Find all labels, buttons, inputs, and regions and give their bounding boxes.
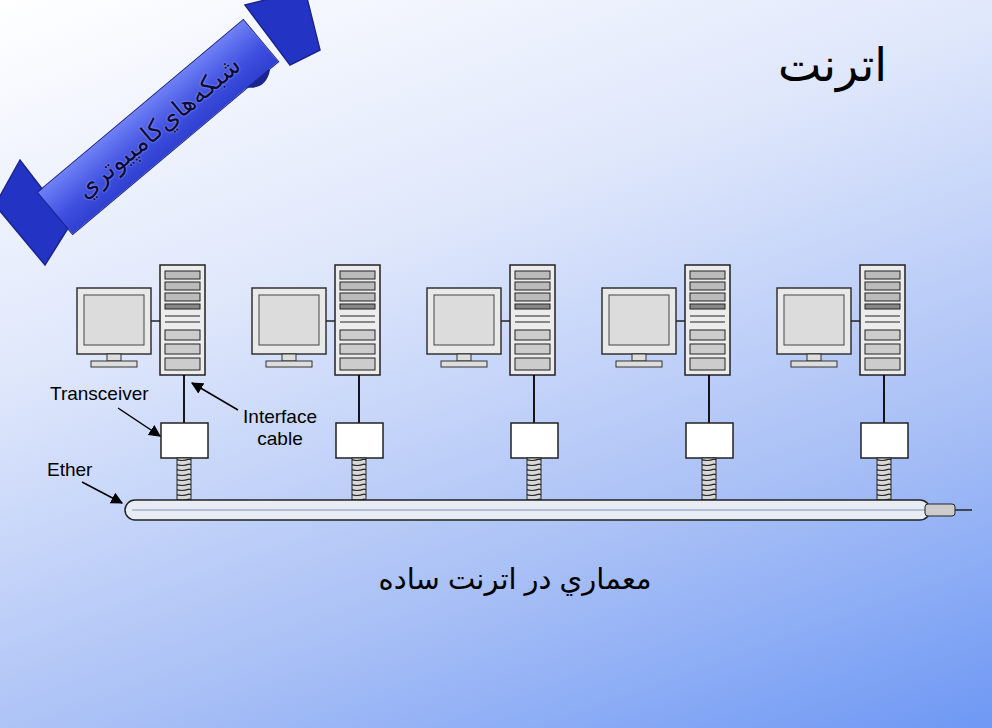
ribbon-text: شبکه‌هاي‌کامپيوتري	[69, 49, 246, 205]
part-label: Ether	[47, 459, 92, 481]
part-label: Transceiver	[50, 383, 149, 405]
slide-title: اترنت	[778, 38, 887, 92]
slide-caption: معماري در اترنت ساده	[379, 562, 652, 596]
part-label: Interface cable	[232, 406, 328, 450]
title-ribbon: شبکه‌هاي‌کامپيوتري	[37, 19, 280, 235]
